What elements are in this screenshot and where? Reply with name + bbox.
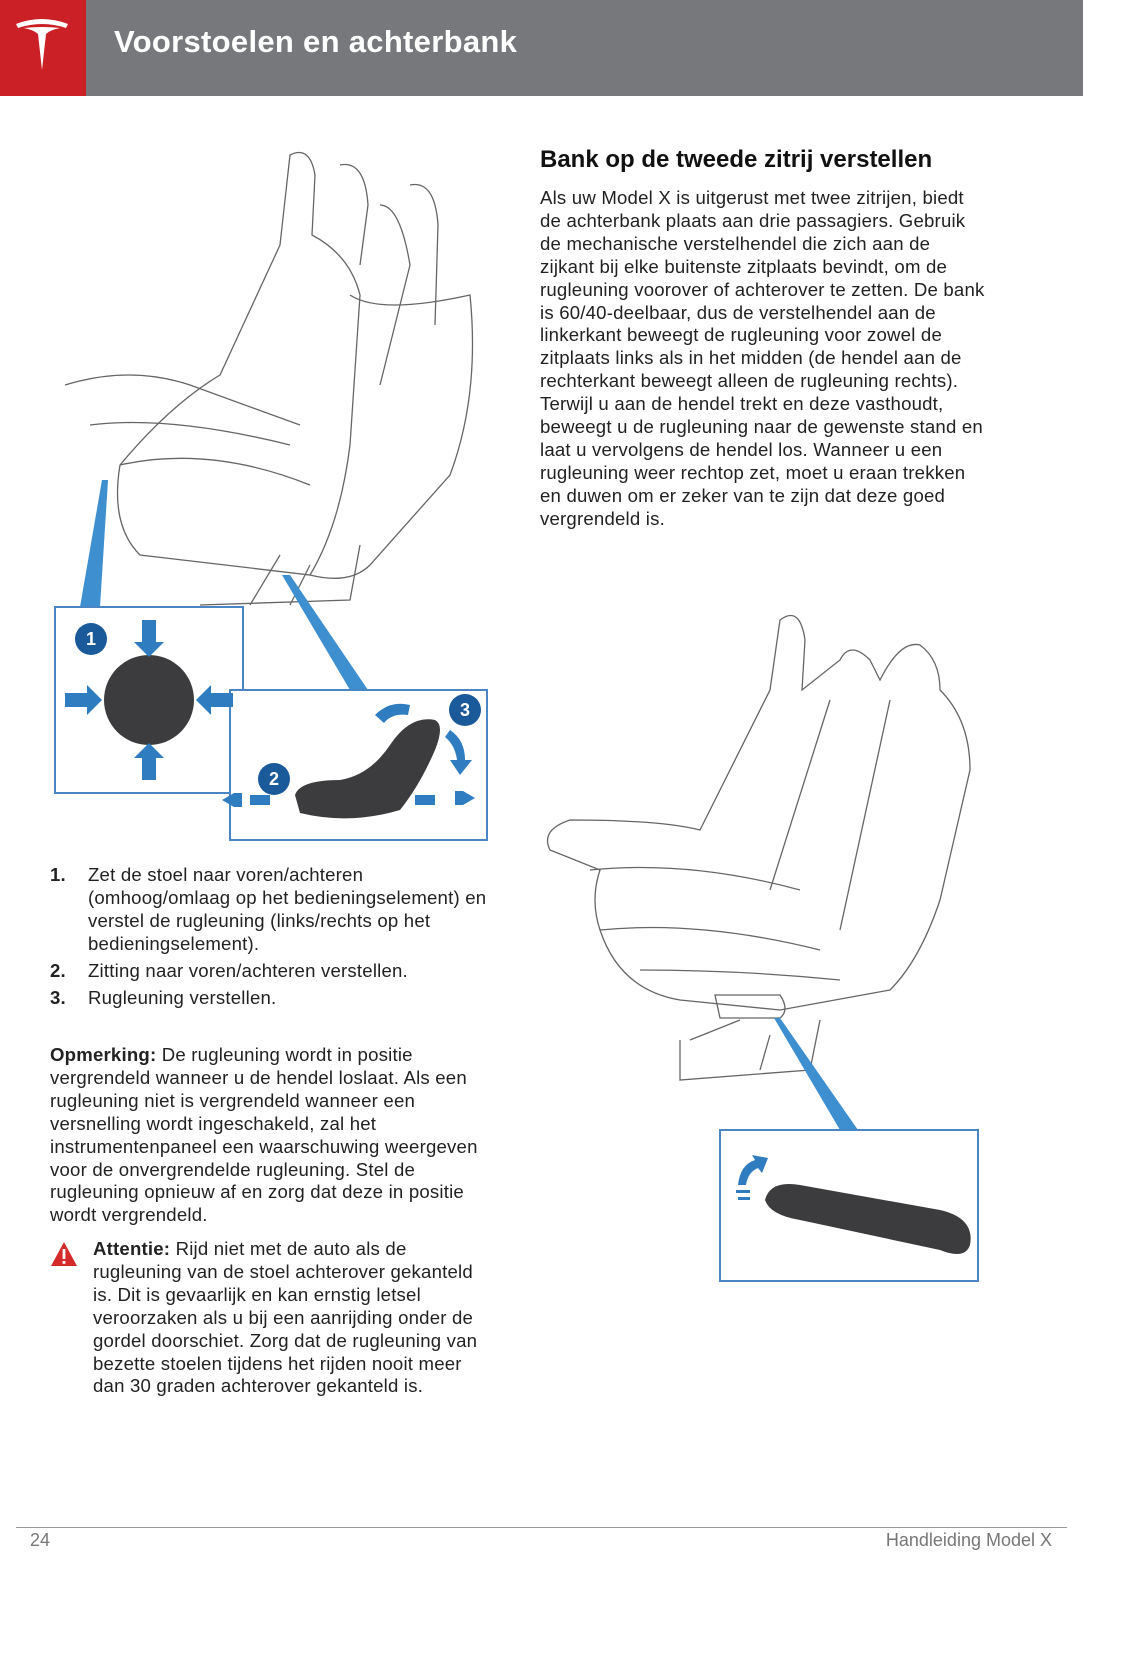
- step-number: 1.: [50, 864, 66, 885]
- step-text: Rugleuning verstellen.: [88, 986, 277, 1008]
- callout-2: 2: [269, 769, 279, 789]
- note-text: De rugleuning wordt in positie vergrende…: [50, 1044, 478, 1226]
- warning: Attentie: Rijd niet met de auto als de r…: [50, 1238, 490, 1398]
- step-number: 2.: [50, 959, 66, 981]
- footer-divider: [16, 1527, 1067, 1528]
- list-item: 2. Zitting naar voren/achteren verstellen…: [50, 960, 490, 983]
- warning-text: Rijd niet met de auto als de rugleuning …: [93, 1238, 478, 1397]
- tesla-logo: [0, 0, 86, 96]
- page-header: Voorstoelen en achterbank: [0, 0, 1083, 96]
- warning-icon: [50, 1238, 93, 1398]
- rear-bench-illustration: [546, 614, 979, 1282]
- callout-3: 3: [460, 700, 470, 720]
- manual-title: Handleiding Model X: [885, 1530, 1052, 1550]
- front-seat-illustration: 1 2 3: [54, 151, 488, 841]
- list-item: 3. Rugleuning verstellen.: [50, 987, 490, 1010]
- list-item: 1. Zet de stoel naar voren/achteren (omho…: [50, 864, 490, 956]
- note: Opmerking: De rugleuning wordt in positi…: [50, 1044, 490, 1227]
- page-title: Voorstoelen en achterbank: [114, 24, 518, 59]
- step-text: Zitting naar voren/achteren verstellen.: [88, 959, 408, 981]
- step-number: 3.: [50, 986, 66, 1008]
- step-text: Zet de stoel naar voren/achteren (omhoog…: [88, 864, 487, 954]
- warning-label: Attentie:: [93, 1238, 171, 1259]
- section-heading: Bank op de tweede zitrij verstellen: [540, 146, 933, 173]
- callout-1: 1: [86, 629, 96, 649]
- steps-list: 1. Zet de stoel naar voren/achteren (omho…: [50, 864, 490, 1013]
- page-number: 24: [30, 1530, 51, 1550]
- section-paragraph: Als uw Model X is uitgerust met twee zit…: [540, 187, 985, 529]
- note-label: Opmerking:: [50, 1044, 157, 1065]
